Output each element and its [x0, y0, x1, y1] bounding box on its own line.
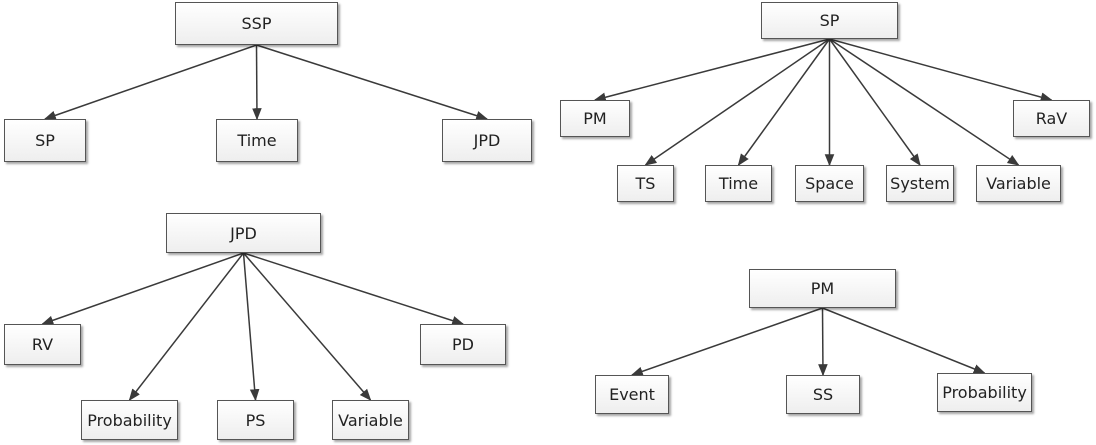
node-probability: Probability — [937, 373, 1032, 412]
edge-jpd-to-rv — [41, 252, 244, 325]
edge-pm-to-probability — [822, 307, 986, 374]
edge-jpd-to-variable — [242, 252, 372, 401]
node-pm: PM — [560, 100, 630, 137]
edge-pm-to-event — [630, 307, 823, 376]
node-ssp: SSP — [175, 2, 338, 45]
node-ps: PS — [217, 400, 294, 440]
node-probability: Probability — [81, 400, 178, 440]
node-sp: SP — [4, 119, 86, 162]
node-rv: RV — [4, 324, 81, 365]
edge-sp-to-variable — [829, 38, 1020, 166]
node-rav: RaV — [1013, 100, 1090, 137]
node-event: Event — [595, 375, 669, 414]
node-space: Space — [795, 165, 864, 202]
node-time: Time — [216, 119, 298, 162]
node-variable: Variable — [976, 165, 1061, 202]
edge-sp-to-ts — [644, 38, 830, 166]
edge-ssp-to-jpd — [256, 44, 489, 121]
edge-sp-to-pm — [593, 38, 830, 102]
node-variable: Variable — [332, 400, 409, 440]
node-system: System — [886, 165, 954, 202]
edge-sp-to-system — [828, 38, 921, 166]
edge-sp-to-rav — [829, 38, 1053, 102]
node-ss: SS — [786, 375, 860, 414]
edge-jpd-to-probability — [128, 252, 245, 401]
edge-ssp-to-sp — [43, 44, 257, 120]
node-ts: TS — [617, 165, 674, 202]
node-time: Time — [705, 165, 772, 202]
edge-pm-to-ss — [818, 307, 828, 377]
edge-jpd-to-pd — [243, 252, 465, 326]
node-jpd-root: JPD — [166, 213, 321, 253]
edge-sp-to-time — [737, 38, 831, 166]
node-sp-root: SP — [761, 2, 898, 39]
node-pd: PD — [420, 324, 506, 365]
edge-ssp-to-time — [252, 44, 262, 121]
edge-jpd-to-ps — [242, 252, 260, 402]
node-jpd: JPD — [442, 119, 532, 162]
node-pm-root: PM — [749, 269, 896, 308]
